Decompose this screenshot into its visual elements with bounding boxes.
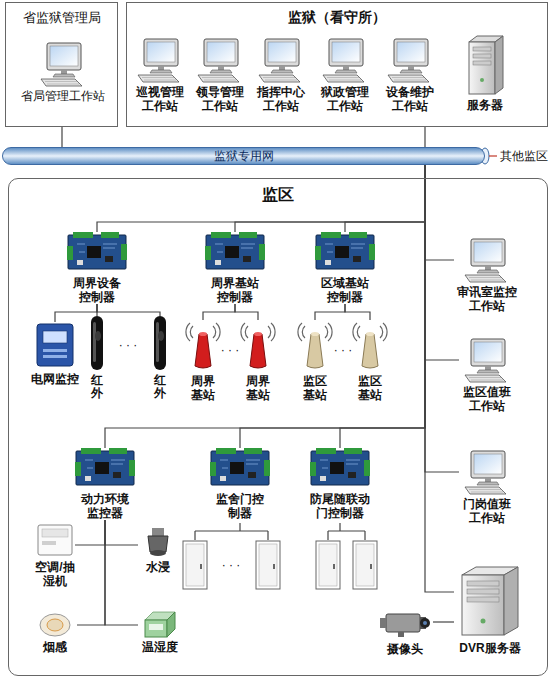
workstation: 巡视管理工作站	[132, 38, 188, 113]
workstation: 监区值班工作站	[459, 338, 515, 413]
zone-box: 监区周界设备控制器周界基站控制器区域基站控制器电网监控红外红外周界基站周界基站监…	[8, 178, 548, 676]
ellipsis-label: · · ·	[334, 343, 353, 357]
node-label: 监舍门控制器	[212, 492, 268, 520]
node-label: DVR服务器	[454, 641, 526, 655]
controller: 周界基站控制器	[207, 232, 263, 304]
network-wire	[105, 520, 138, 545]
node-label: 监区	[9, 179, 547, 206]
node-label: 周界设备控制器	[69, 276, 125, 304]
node-label: 狱政管理工作站	[317, 85, 373, 113]
network-wire	[240, 165, 425, 448]
network-wire	[235, 304, 258, 320]
network-wire	[97, 304, 160, 316]
node-label: 摄像头	[377, 642, 433, 656]
network-wire	[425, 165, 454, 260]
network-wire	[345, 165, 425, 232]
node-label: 监区值班工作站	[459, 385, 515, 413]
base-station: 监区基站	[355, 320, 385, 402]
base-station: 周界基站	[188, 320, 218, 402]
controller: 防尾随联动门控制器	[308, 448, 372, 520]
workstation: 门岗值班工作站	[459, 450, 515, 525]
node-label: 设备维护工作站	[382, 85, 438, 113]
node-label: 监狱（看守所）	[127, 3, 547, 27]
workstation: 设备维护工作站	[382, 38, 438, 113]
network-wire	[77, 520, 105, 625]
network-wire	[345, 304, 370, 320]
network-wire	[433, 621, 454, 622]
network-wire	[425, 165, 454, 592]
network-wire	[425, 165, 459, 472]
temperature-sensor: 温湿度	[138, 608, 182, 654]
node-label: 空调/抽湿机	[35, 560, 75, 588]
controller: 动力环境监控器	[77, 448, 133, 520]
air-conditioner: 空调/抽湿机	[35, 524, 75, 588]
workstation: 省局管理工作站	[18, 42, 108, 103]
node-label: 监区基站	[355, 374, 385, 402]
node-label: 烟感	[33, 640, 77, 654]
node-label: 省监狱管理局	[6, 3, 117, 27]
dvr-server: DVR服务器	[454, 565, 526, 655]
infrared-sensor: 红外	[149, 316, 171, 400]
node-label: 指挥中心工作站	[253, 85, 309, 113]
agency-box: 省监狱管理局省局管理工作站	[5, 2, 118, 127]
node-label: 动力环境监控器	[77, 492, 133, 520]
node-label: 周界基站	[188, 374, 218, 402]
node-label: 电网监控	[27, 372, 83, 386]
camera: 摄像头	[377, 608, 433, 656]
node-label: 红外	[91, 374, 103, 400]
ellipsis-label: · · ·	[221, 343, 240, 357]
base-station: 周界基站	[243, 320, 273, 402]
node-label: 领导管理工作站	[192, 85, 248, 113]
network-wire	[97, 165, 425, 232]
ellipsis-label: · · ·	[119, 338, 138, 352]
smoke-sensor: 烟感	[33, 610, 77, 654]
network-band: 监狱专用网	[2, 147, 485, 165]
network-wire	[340, 165, 425, 448]
network-wire	[75, 520, 105, 545]
prison-box: 监狱（看守所） 巡视管理工作站领导管理工作站指挥中心工作站狱政管理工作站设备维护工…	[126, 2, 548, 127]
note-label: 其他监区	[500, 149, 548, 163]
node-label: 周界基站	[243, 374, 273, 402]
node-label: 门岗值班工作站	[459, 497, 515, 525]
node-label: 红外	[154, 374, 166, 400]
ellipsis-label: · · ·	[222, 558, 241, 572]
node-label: 监区基站	[300, 374, 330, 402]
server: 服务器	[457, 34, 513, 112]
infrared-sensor: 红外	[86, 316, 108, 400]
network-wire	[105, 165, 425, 448]
network-wire	[61, 127, 62, 147]
network-wire	[203, 304, 235, 320]
node-label: 服务器	[457, 98, 513, 112]
workstation: 审讯室监控工作站	[454, 238, 520, 313]
network-wire	[315, 304, 345, 320]
controller: 区域基站控制器	[317, 232, 373, 304]
fence-monitor: 电网监控	[27, 322, 83, 386]
network-wire	[425, 165, 459, 360]
network-wire	[424, 127, 425, 147]
network-wire	[55, 304, 97, 322]
controller: 周界设备控制器	[69, 232, 125, 304]
node-label: 审讯室监控工作站	[454, 285, 520, 313]
node-label: 防尾随联动门控制器	[308, 492, 372, 520]
node-label: 温湿度	[138, 640, 182, 654]
node-label: 监狱专用网	[214, 148, 274, 165]
node-label: 周界基站控制器	[207, 276, 263, 304]
controller: 监舍门控制器	[212, 448, 268, 520]
workstation: 狱政管理工作站	[317, 38, 373, 113]
workstation: 领导管理工作站	[192, 38, 248, 113]
base-station: 监区基站	[300, 320, 330, 402]
node-label: 省局管理工作站	[18, 89, 108, 103]
node-label: 水浸	[138, 560, 178, 574]
water-sensor: 水浸	[138, 528, 178, 574]
node-label: 巡视管理工作站	[132, 85, 188, 113]
workstation: 指挥中心工作站	[253, 38, 309, 113]
network-wire	[105, 520, 138, 625]
node-label: 区域基站控制器	[317, 276, 373, 304]
